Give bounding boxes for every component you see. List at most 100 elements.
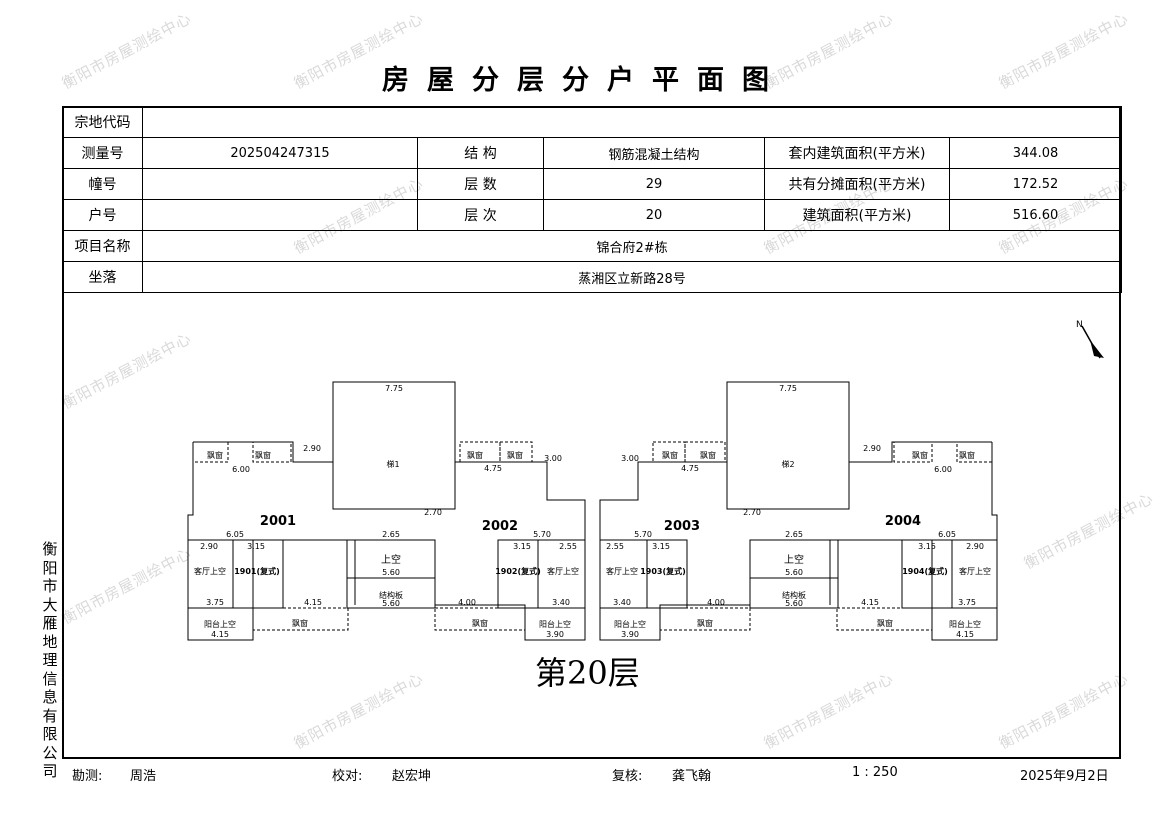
living-void-label: 客厅上空 [194, 566, 226, 576]
table-row: 幢号 层 数 29 共有分摊面积(平方米) 172.52 [62, 168, 1123, 200]
dimension-label: 2.70 [743, 508, 761, 517]
company-name-text: 衡阳市大雁地理信息有限公司 [42, 540, 58, 780]
dimension-label: 5.60 [785, 568, 803, 577]
dimension-label: 7.75 [779, 384, 797, 393]
living-void-label: 客厅上空 [606, 566, 638, 576]
dimension-label: 3.90 [546, 630, 564, 639]
bay-window-label: 飘窗 [959, 450, 975, 460]
parcel-code-label: 宗地代码 [62, 106, 143, 138]
dimension-label: 2.90 [200, 542, 218, 551]
dimension-label: 2.55 [606, 542, 624, 551]
bay-window-label: 飘窗 [472, 618, 488, 628]
bay-window-label: 飘窗 [912, 450, 928, 460]
dimension-label: 4.00 [707, 598, 725, 607]
dimension-label: 5.60 [382, 599, 400, 608]
duplex-label: 1903(复式) [640, 566, 686, 576]
surveyor-name: 周浩 [130, 769, 157, 784]
floor-level-label: 层 次 [417, 199, 544, 231]
table-row: 坐落 蒸湘区立新路28号 [62, 261, 1123, 293]
void-label: 上空 [784, 553, 804, 566]
project-label: 项目名称 [62, 230, 143, 262]
unit-no-label: 户号 [62, 199, 143, 231]
company-name: 衡阳市大雁地理信息有限公司 [40, 540, 60, 781]
structure-label: 结 构 [417, 137, 544, 169]
unit-label: 2003 [664, 519, 700, 534]
dimension-label: 5.60 [382, 568, 400, 577]
bay-window-label: 飘窗 [292, 618, 308, 628]
dimension-label: 3.15 [247, 542, 265, 551]
slab-label: 结构板 [379, 590, 403, 600]
dimension-label: 3.75 [958, 598, 976, 607]
parcel-code-value [141, 106, 1123, 138]
stair-label: 梯1 [386, 459, 399, 469]
dimension-label: 2.90 [966, 542, 984, 551]
reviewer-label: 复核: [612, 769, 643, 784]
living-void-label: 客厅上空 [547, 566, 579, 576]
dimension-label: 2.90 [863, 444, 881, 453]
unit-no-value [142, 199, 418, 231]
building-no-value [142, 168, 418, 200]
shared-area-label: 共有分摊面积(平方米) [764, 168, 950, 200]
floors-value: 29 [543, 168, 765, 200]
dimension-label: 4.15 [304, 598, 322, 607]
table-row: 项目名称 锦合府2#栋 [62, 230, 1123, 262]
scale: 1 : 250 [852, 765, 898, 780]
unit-label: 2001 [260, 514, 296, 529]
table-row: 宗地代码 [62, 106, 1123, 138]
bay-window-label: 飘窗 [255, 450, 271, 460]
dimension-label: 6.05 [938, 530, 956, 539]
dimension-label: 3.90 [621, 630, 639, 639]
living-void-label: 客厅上空 [959, 566, 991, 576]
table-row: 测量号 202504247315 结 构 钢筋混凝土结构 套内建筑面积(平方米)… [62, 137, 1123, 169]
location-label: 坐落 [62, 261, 143, 293]
bay-window-label: 飘窗 [662, 450, 678, 460]
svg-text:N: N [1076, 320, 1083, 330]
unit-label: 2002 [482, 519, 518, 534]
slab-label: 结构板 [782, 590, 806, 600]
inner-area-label: 套内建筑面积(平方米) [764, 137, 950, 169]
dimension-label: 4.00 [458, 598, 476, 607]
floor-level-value: 20 [543, 199, 765, 231]
structure-value: 钢筋混凝土结构 [543, 137, 765, 169]
floor-plan: 2001 2002 2003 2004 梯1 梯2 1901(复式) 1902(… [187, 381, 998, 641]
duplex-label: 1904(复式) [902, 566, 948, 576]
dimension-label: 4.75 [681, 464, 699, 473]
dimension-label: 3.75 [206, 598, 224, 607]
dimension-label: 2.70 [424, 508, 442, 517]
table-row: 户号 层 次 20 建筑面积(平方米) 516.60 [62, 199, 1123, 231]
void-label: 上空 [381, 553, 401, 566]
dimension-label: 4.15 [956, 630, 974, 639]
dimension-label: 6.05 [226, 530, 244, 539]
duplex-label: 1901(复式) [234, 566, 280, 576]
dimension-label: 4.15 [861, 598, 879, 607]
dimension-label: 6.00 [934, 465, 952, 474]
balcony-void-label: 阳台上空 [539, 619, 571, 629]
bay-window-label: 飘窗 [507, 450, 523, 460]
dimension-label: 6.00 [232, 465, 250, 474]
reviewer-name: 龚飞翰 [672, 769, 712, 784]
floors-label: 层 数 [417, 168, 544, 200]
building-no-label: 幢号 [62, 168, 143, 200]
surveyor-label: 勘测: [72, 769, 103, 784]
dimension-label: 2.65 [785, 530, 803, 539]
stair-label: 梯2 [781, 459, 794, 469]
date: 2025年9月2日 [1020, 769, 1109, 784]
dimension-label: 3.15 [513, 542, 531, 551]
dimension-label: 3.00 [621, 454, 639, 463]
dimension-label: 3.00 [544, 454, 562, 463]
project-value: 锦合府2#栋 [141, 230, 1123, 262]
balcony-void-label: 阳台上空 [614, 619, 646, 629]
north-arrow-icon: N [1076, 320, 1104, 364]
total-area-label: 建筑面积(平方米) [764, 199, 950, 231]
survey-no-value: 202504247315 [142, 137, 418, 169]
dimension-label: 3.15 [918, 542, 936, 551]
checker-name: 赵宏坤 [392, 769, 432, 784]
balcony-void-label: 阳台上空 [204, 619, 236, 629]
bay-window-label: 飘窗 [697, 618, 713, 628]
location-value: 蒸湘区立新路28号 [141, 261, 1123, 293]
dimension-label: 7.75 [385, 384, 403, 393]
floor-label: 第20层 [535, 654, 640, 692]
dimension-label: 4.15 [211, 630, 229, 639]
page-title: 房屋分层分户平面图 [382, 65, 787, 96]
unit-label: 2004 [885, 514, 921, 529]
